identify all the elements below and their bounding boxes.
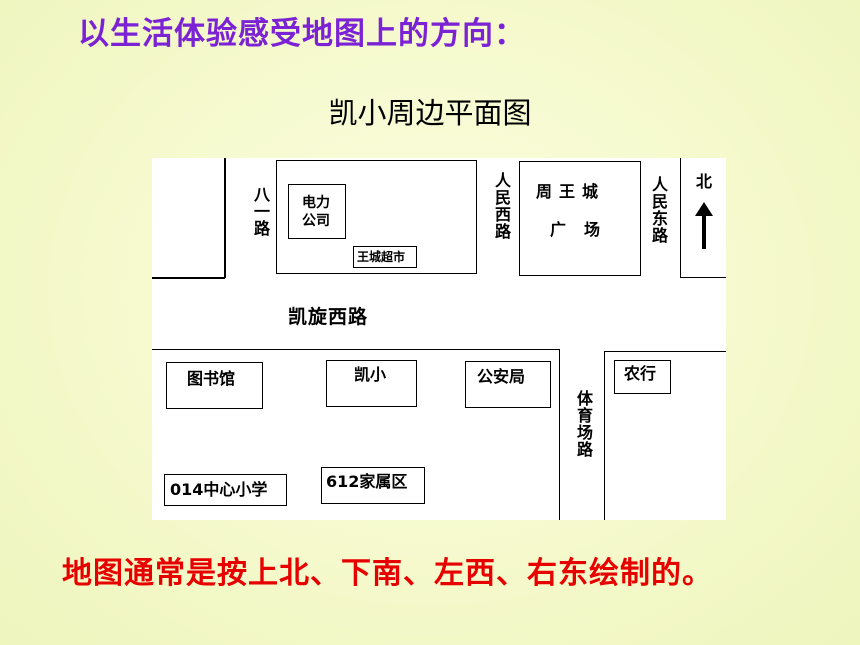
map-title: 凯小周边平面图 [328, 96, 532, 130]
conclusion-text: 地图通常是按上北、下南、左西、右东绘制的。 [62, 556, 713, 591]
square-label-top: 周王城 [536, 182, 606, 201]
road-label-tiyuchang: 体育场路 [574, 390, 593, 458]
north-label: 北 [696, 172, 713, 191]
bank-label: 农行 [624, 364, 657, 383]
kaixiao-building [326, 360, 417, 407]
supermarket-label: 王城超市 [357, 250, 406, 264]
slide-heading: 以生活体验感受地图上的方向： [78, 16, 526, 52]
housing-612-building [321, 467, 425, 504]
library-label: 图书馆 [187, 369, 236, 388]
street-map: 八一路 电力 公司 王城超市 人民西路 周王城 广场 人民东路 北 凯旋西路 图… [152, 158, 726, 520]
police-building [465, 361, 551, 408]
library-building [166, 362, 263, 409]
road-label-kaixuan-west: 凯旋西路 [288, 306, 369, 328]
bank-building [614, 360, 671, 394]
road-label-bayi: 八一路 [251, 186, 270, 237]
north-arrow-icon [695, 202, 713, 249]
power-company-label-top: 电力 [302, 195, 330, 211]
supermarket-building [353, 246, 417, 268]
square-label-bottom: 广场 [550, 220, 619, 239]
school-014-building [164, 474, 287, 506]
power-company-building [288, 184, 346, 239]
square-block [519, 161, 641, 276]
police-label: 公安局 [477, 367, 526, 386]
road-label-renmin-east: 人民东路 [649, 176, 668, 244]
school-014-label: 014中心小学 [170, 480, 268, 499]
kaixiao-label: 凯小 [354, 365, 387, 384]
road-label-renmin-west: 人民西路 [492, 172, 511, 240]
block-boundary [152, 277, 225, 279]
housing-612-label: 612家属区 [326, 472, 408, 491]
power-company-label-bottom: 公司 [302, 213, 330, 229]
block-boundary [224, 158, 226, 278]
